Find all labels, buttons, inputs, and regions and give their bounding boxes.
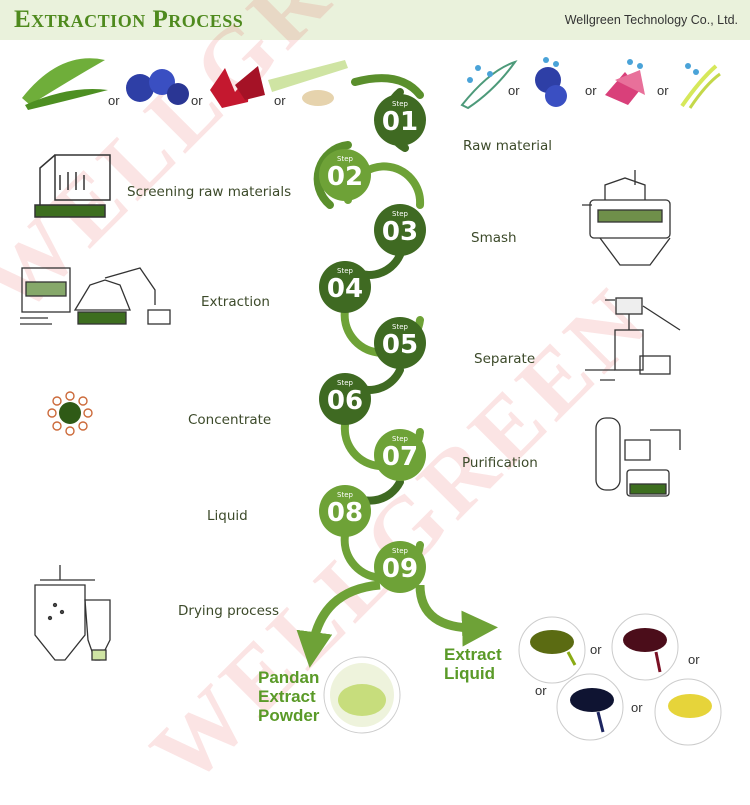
output-powder-line-1: Pandan [258, 668, 319, 687]
step-05: Step 05 [374, 317, 426, 369]
yellow-liquid-spoon-icon [655, 679, 721, 745]
label-raw-material: Raw material [463, 138, 552, 154]
butterfly-pea-icon [126, 69, 189, 105]
step-06: Step 06 [319, 373, 371, 425]
label-smash: Smash [471, 230, 517, 246]
step-02-number: 02 [327, 162, 363, 192]
step-01: Step 01 [374, 94, 426, 146]
green-liquid-spoon-icon [519, 617, 585, 683]
label-extraction: Extraction [201, 294, 270, 310]
step-07: Step 07 [374, 429, 426, 481]
step-03-number: 03 [382, 217, 418, 247]
or-text-4: or [508, 83, 520, 98]
step-03: Step 03 [374, 204, 426, 256]
or-text-8: or [688, 652, 700, 667]
roselle-icon [210, 66, 265, 108]
or-text-3: or [274, 93, 286, 108]
step-07-number: 07 [382, 442, 418, 472]
output-powder-label: Pandan Extract Powder [258, 668, 319, 725]
liquid-arrow [420, 585, 480, 628]
output-liquid-line-2: Liquid [444, 664, 502, 683]
step-04-number: 04 [327, 274, 363, 304]
or-text-9: or [535, 683, 547, 698]
or-text-5: or [585, 83, 597, 98]
label-purification: Purification [462, 455, 538, 471]
washed-flower-icon [535, 57, 567, 107]
label-drying: Drying process [178, 603, 279, 619]
washed-roselle-icon [605, 59, 645, 105]
smash-machine-icon [582, 170, 670, 265]
label-liquid: Liquid [207, 508, 248, 524]
purification-icon [596, 418, 680, 496]
washed-grass-icon [682, 63, 720, 108]
or-text-6: or [657, 83, 669, 98]
extract-powder-bowl-icon [324, 657, 400, 733]
step-04: Step 04 [319, 261, 371, 313]
step-08: Step 08 [319, 485, 371, 537]
step-02: Step 02 [319, 149, 371, 201]
label-screening: Screening raw materials [127, 184, 291, 200]
step-08-number: 08 [327, 498, 363, 528]
or-text-10: or [631, 700, 643, 715]
concentrate-icon [48, 392, 92, 435]
label-concentrate: Concentrate [188, 412, 271, 428]
powder-arrow [312, 585, 380, 650]
or-text-1: or [108, 93, 120, 108]
output-powder-line-3: Powder [258, 706, 319, 725]
label-separate: Separate [474, 351, 535, 367]
output-powder-line-2: Extract [258, 687, 319, 706]
red-liquid-spoon-icon [612, 614, 678, 680]
step-06-number: 06 [327, 386, 363, 416]
output-liquid-line-1: Extract [444, 645, 502, 664]
drying-tower-icon [35, 565, 110, 660]
step-01-number: 01 [382, 107, 418, 137]
or-text-7: or [590, 642, 602, 657]
extraction-apparatus-icon [20, 268, 170, 324]
separator-icon [585, 298, 680, 380]
step-09-number: 09 [382, 554, 418, 584]
or-text-2: or [191, 93, 203, 108]
step-05-number: 05 [382, 330, 418, 360]
process-diagram: Step 01 Step 02 Step 03 Step 04 Step 05 … [0, 0, 750, 773]
blue-liquid-spoon-icon [557, 674, 623, 740]
output-liquid-label: Extract Liquid [444, 645, 502, 683]
screening-machine-icon [35, 155, 110, 217]
pandan-leaf-icon [22, 58, 108, 110]
